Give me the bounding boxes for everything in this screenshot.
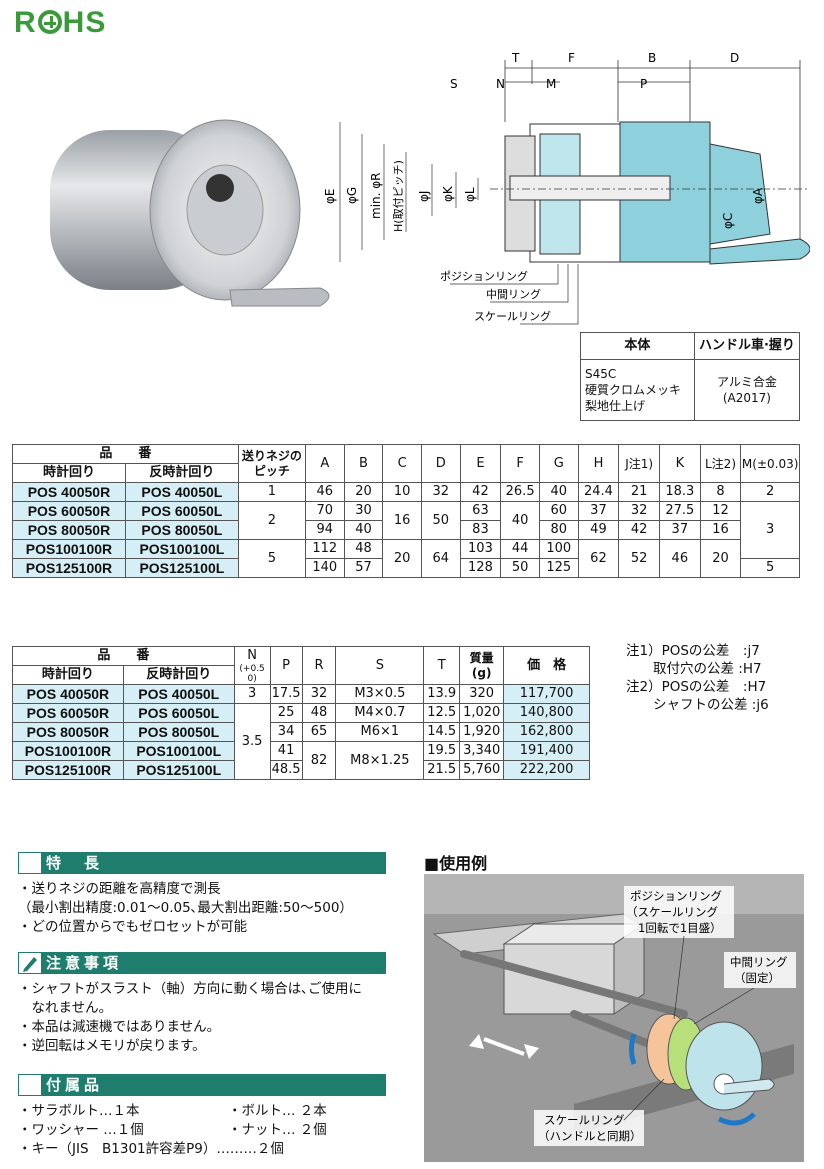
- t1-header-M: M(±0.03): [740, 444, 800, 483]
- dim-M: M: [546, 77, 556, 91]
- t1-header-part: 品 番: [12, 444, 239, 464]
- callout-middle-ring: 中間リング: [486, 287, 541, 301]
- table-row: POS125100R POS125100L 140 57 128 50 125 …: [12, 558, 800, 578]
- dim-F: F: [568, 51, 575, 65]
- usage-callout-position-ring: ポジションリング: [630, 889, 722, 903]
- dim-R: min. φR: [369, 172, 383, 219]
- t1-header-H: H: [577, 444, 620, 483]
- t1-header-E: E: [459, 444, 502, 483]
- features-header: 特 長: [18, 852, 386, 874]
- t1-header-pitch: 送りネジのピッチ: [237, 444, 306, 483]
- dim-J: φJ: [417, 191, 431, 202]
- dim-N: N: [496, 77, 505, 91]
- t1-header-L: L注2): [699, 444, 742, 483]
- t2-header-ccw: 反時計回り: [122, 665, 235, 685]
- material-body: S45C 硬質クロムメッキ 梨地仕上げ: [580, 359, 695, 421]
- table-row: POS 40050R POS 40050L 1 46 20 10 32 42 2…: [12, 482, 800, 502]
- t1-header-G: G: [538, 444, 579, 483]
- t1-header-F: F: [500, 444, 540, 483]
- t2-header-T: T: [423, 646, 461, 685]
- callout-scale-ring: スケールリング: [474, 309, 551, 323]
- material-header-handle: ハンドル車·握り: [693, 332, 801, 360]
- pen-icon: [23, 957, 37, 972]
- table-row: POS 60050R POS 60050L 3.5 25 48 M4×0.7 1…: [12, 703, 590, 780]
- dim-E: φE: [323, 189, 337, 205]
- dim-P: P: [640, 77, 647, 91]
- dim-A: φA: [751, 187, 765, 204]
- dim-B: B: [648, 51, 656, 65]
- t2-header-R: R: [301, 646, 337, 685]
- dim-G: φG: [345, 187, 359, 204]
- usage-callout-middle-ring: 中間リング: [730, 955, 788, 969]
- usage-illustration: ポジションリング （スケールリング 1回転で1目盛） 中間リング （固定） スケ…: [424, 874, 804, 1162]
- usage-callout-scale-ring-sub: （ハンドルと同期）: [538, 1129, 642, 1143]
- dim-T: T: [511, 51, 520, 65]
- material-header-body: 本体: [580, 332, 695, 360]
- usage-callout-position-ring-sub1: （スケールリング: [626, 905, 718, 919]
- table-row: POS 60050R POS 60050L 2 70 30 16 50 63 4…: [12, 501, 800, 559]
- t2-header-cw: 時計回り: [12, 665, 124, 685]
- t1-header-J: J注1): [618, 444, 660, 483]
- t2-header-S: S: [335, 646, 425, 685]
- accessories-text: ・サラボルト…１本 ・ボルト… ２本 ・ワッシャー …１個 ・ナット… ２個 ・…: [18, 1103, 327, 1157]
- t2-header-price: 価 格: [503, 646, 590, 685]
- spec-table-2: 品 番 N (+0.5 0) P R S T 質量(g) 価 格 時計回り 反時…: [12, 646, 590, 780]
- t2-header-P: P: [269, 646, 303, 685]
- t2-header-mass: 質量(g): [459, 646, 505, 685]
- table-row: POS100100R POS100100L 5 112 48 20 64 103…: [12, 539, 800, 578]
- t1-header-C: C: [382, 444, 422, 483]
- usage-callout-position-ring-sub2: 1回転で1目盛）: [638, 921, 722, 935]
- t1-header-cw: 時計回り: [12, 463, 126, 483]
- t1-header-B: B: [343, 444, 384, 483]
- table-row: POS 80050R POS 80050L 94 40 83 80 49 42 …: [12, 520, 800, 540]
- usage-callout-scale-ring: スケールリング: [544, 1113, 625, 1127]
- dim-C: φC: [721, 213, 735, 229]
- t1-header-D: D: [420, 444, 461, 483]
- spec-table-1: 品 番 送りネジのピッチ A B C D E F G H J注1) K L注2)…: [12, 444, 800, 578]
- usage-callout-middle-ring-sub: （固定）: [734, 971, 780, 985]
- dim-L: φL: [463, 187, 477, 202]
- dim-H: H(取付ピッチ): [392, 160, 405, 232]
- dim-S: S: [450, 77, 458, 91]
- product-photo: [50, 119, 330, 307]
- table-row: POS100100R POS100100L 41 82 M8×1.25 19.5…: [12, 741, 590, 780]
- t1-header-A: A: [304, 444, 345, 483]
- material-table: 本体 ハンドル車·握り S45C 硬質クロムメッキ 梨地仕上げ アルミ合金 (A…: [580, 332, 801, 421]
- dim-D: D: [730, 51, 739, 65]
- t2-header-N: N (+0.5 0): [233, 646, 271, 685]
- material-handle: アルミ合金 (A2017): [693, 359, 801, 421]
- table-row: POS 80050R POS 80050L 34 65 M6×1 14.5 1,…: [12, 722, 590, 742]
- cross-section-diagram: T F B D S N M P φE φG min. φR H(取付ピッチ) φ…: [323, 51, 810, 325]
- table-row: POS 40050R POS 40050L 3 17.5 32 M3×0.5 1…: [12, 684, 590, 704]
- features-text: ・送りネジの距離を高精度で測長 （最小割出精度:0.01〜0.05､最大割出距離…: [18, 881, 353, 935]
- dim-K: φK: [441, 185, 455, 202]
- cautions-text: ・シャフトがスラスト（軸）方向に動く場合は､ご使用に なれません。 ・本品は減速…: [18, 981, 362, 1054]
- callout-position-ring: ポジションリング: [440, 269, 528, 283]
- t2-header-part: 品 番: [12, 646, 235, 666]
- accessories-header: 付属品: [18, 1074, 386, 1096]
- tolerance-notes: 注1）POSの公差 :j7 取付穴の公差 :H7 注2）POSの公差 :H7 シ…: [626, 643, 769, 713]
- t1-header-ccw: 反時計回り: [124, 463, 239, 483]
- t1-header-K: K: [658, 444, 701, 483]
- table-row: POS125100R POS125100L 48.5 21.5 5,760 22…: [12, 760, 590, 780]
- cautions-header: 注意事項: [18, 952, 386, 974]
- usage-title: ■使用例: [424, 854, 488, 873]
